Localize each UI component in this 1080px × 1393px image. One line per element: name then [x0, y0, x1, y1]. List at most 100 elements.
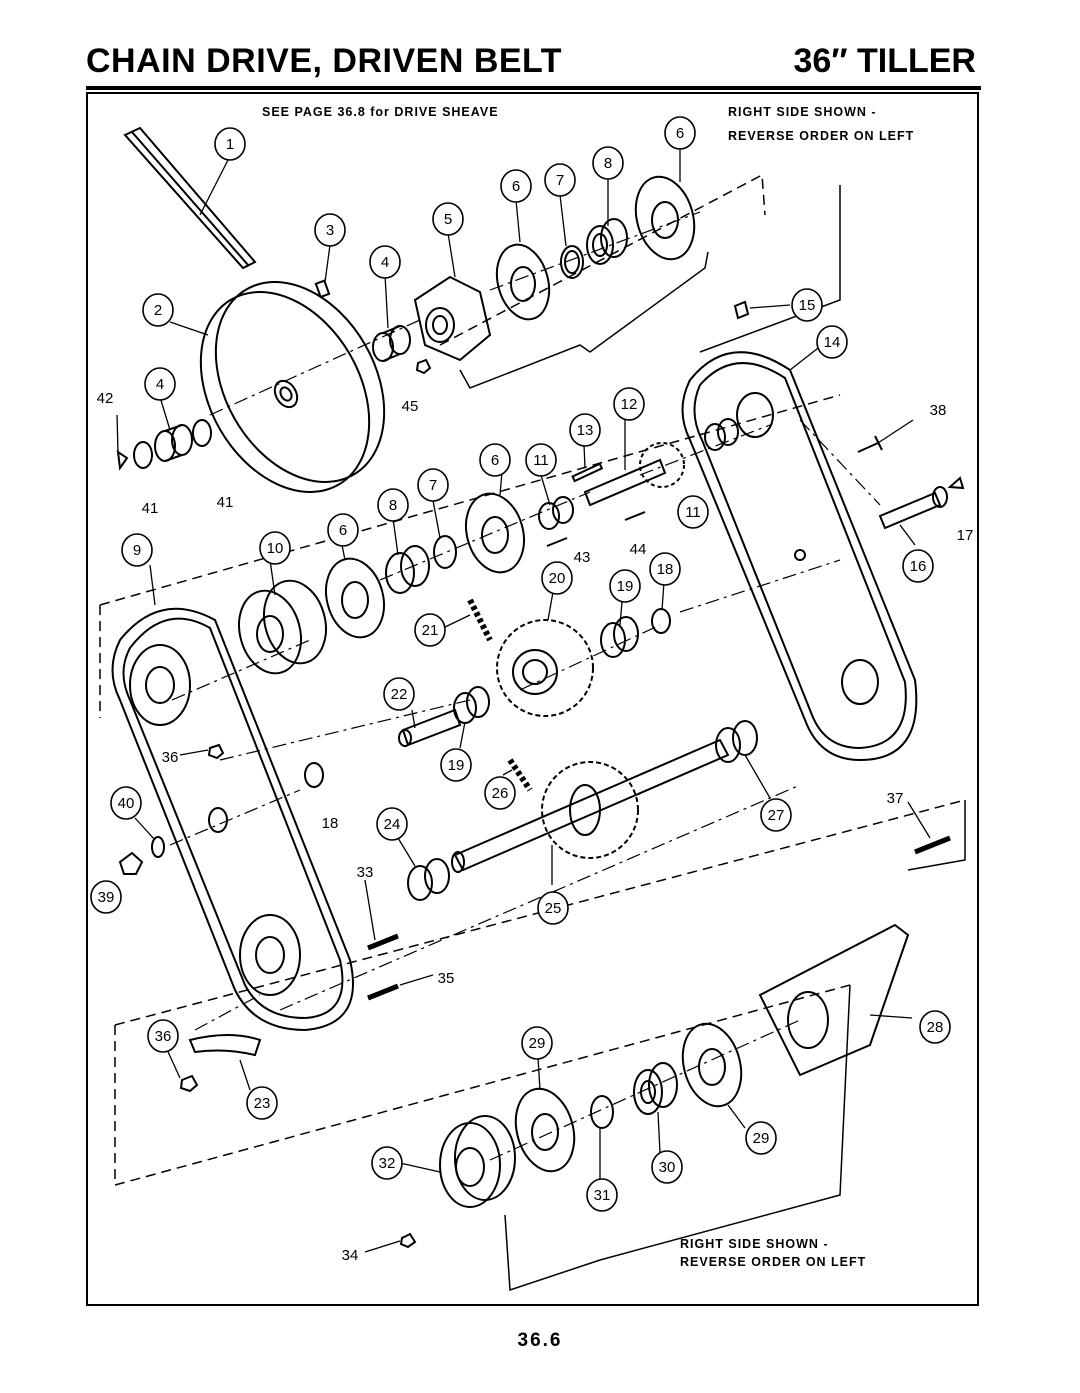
callout-number: 9	[133, 542, 141, 559]
bolt-33	[367, 933, 399, 951]
callout-29: 29	[745, 1121, 777, 1155]
callout-23: 23	[246, 1086, 278, 1120]
callout-circle	[919, 1010, 951, 1044]
callout-36: 36	[162, 749, 179, 766]
callout-41: 41	[142, 500, 159, 517]
note-bottom-line1: RIGHT SIDE SHOWN -	[680, 1237, 829, 1251]
callout-circle	[651, 1150, 683, 1184]
callout-11: 11	[677, 495, 709, 529]
axle-shaft	[451, 738, 730, 873]
callout-number: 17	[957, 527, 974, 544]
callout-circle	[144, 367, 176, 401]
callout-circle	[902, 549, 934, 583]
callout-circle	[537, 891, 569, 925]
callout-circle	[521, 1026, 553, 1060]
callout-number: 44	[630, 541, 647, 558]
callout-circle	[760, 798, 792, 832]
callout-37: 37	[887, 790, 904, 807]
callout-27: 27	[760, 798, 792, 832]
chain-case-left	[111, 607, 354, 1032]
diagram-frame	[86, 92, 979, 1306]
bracket-line-right	[699, 185, 841, 353]
bushing-24	[407, 858, 450, 901]
callout-8: 8	[377, 488, 409, 522]
callout-3: 3	[314, 213, 346, 247]
bearing-middle	[385, 545, 430, 594]
callout-circle	[500, 169, 532, 203]
set-screw	[314, 279, 331, 299]
flange-plate-29-left	[514, 1087, 576, 1173]
spacer-plates	[238, 579, 327, 675]
callout-circle	[147, 1019, 179, 1053]
washer-41-right	[192, 419, 212, 447]
guard-bracket-23	[188, 1034, 262, 1057]
callout-number: 39	[98, 889, 115, 906]
bearing-19-upper	[600, 616, 639, 658]
callout-number: 41	[142, 500, 159, 517]
bracket-line-mount	[907, 800, 966, 871]
callout-4: 4	[369, 245, 401, 279]
callout-number: 6	[676, 125, 684, 142]
callout-number: 6	[512, 178, 520, 195]
callout-number: 4	[381, 254, 389, 271]
callout-number: 18	[657, 561, 674, 578]
callout-circle	[541, 561, 573, 595]
chain-26	[507, 758, 533, 792]
callout-number: 20	[549, 570, 566, 587]
callout-11: 11	[525, 443, 557, 477]
callout-number: 30	[659, 1159, 676, 1176]
wheel-hub-32	[439, 1115, 516, 1208]
callout-circle	[377, 488, 409, 522]
callout-43: 43	[574, 549, 591, 566]
callout-number: 6	[491, 452, 499, 469]
washer-41-left	[133, 441, 153, 469]
callout-40: 40	[110, 786, 142, 820]
callout-number: 45	[402, 398, 419, 415]
callout-17: 17	[957, 527, 974, 544]
callout-circle	[121, 533, 153, 567]
callout-number: 16	[910, 558, 927, 575]
callout-number: 33	[357, 864, 374, 881]
callout-circle	[314, 213, 346, 247]
nut-34	[399, 1232, 417, 1249]
callout-7: 7	[417, 468, 449, 502]
callout-5: 5	[432, 202, 464, 236]
callout-number: 11	[533, 452, 549, 469]
bushing-27	[715, 720, 758, 763]
callout-number: 43	[574, 549, 591, 566]
callout-circle	[609, 569, 641, 603]
callout-31: 31	[586, 1178, 618, 1212]
washer-18-lower	[304, 762, 324, 788]
callout-number: 36	[162, 749, 179, 766]
chain-21	[467, 598, 493, 642]
callout-7: 7	[544, 163, 576, 197]
callout-19: 19	[609, 569, 641, 603]
callout-circle	[586, 1178, 618, 1212]
callout-number: 18	[322, 815, 339, 832]
page-title: CHAIN DRIVE, DRIVEN BELT	[86, 42, 563, 80]
callout-number: 38	[930, 402, 947, 419]
driven-pulley	[199, 281, 386, 493]
flange-plate-29-right	[681, 1022, 743, 1108]
seal-31	[590, 1095, 614, 1129]
callout-circle	[816, 325, 848, 359]
nut-45	[415, 358, 432, 375]
mounting-plate	[758, 923, 910, 1077]
callout-18: 18	[322, 815, 339, 832]
callout-15: 15	[791, 288, 823, 322]
callout-number: 12	[621, 396, 638, 413]
callout-20: 20	[541, 561, 573, 595]
callout-number: 13	[577, 422, 594, 439]
bushing-lower	[154, 424, 193, 462]
callout-number: 8	[604, 155, 612, 172]
callout-circle	[664, 116, 696, 150]
callout-number: 26	[492, 785, 509, 802]
callout-circle	[90, 880, 122, 914]
model-title: 36″ TILLER	[793, 42, 976, 80]
callout-21: 21	[414, 613, 446, 647]
callout-circle	[371, 1146, 403, 1180]
callout-circle	[376, 807, 408, 841]
callout-number: 35	[438, 970, 455, 987]
callout-45: 45	[402, 398, 419, 415]
